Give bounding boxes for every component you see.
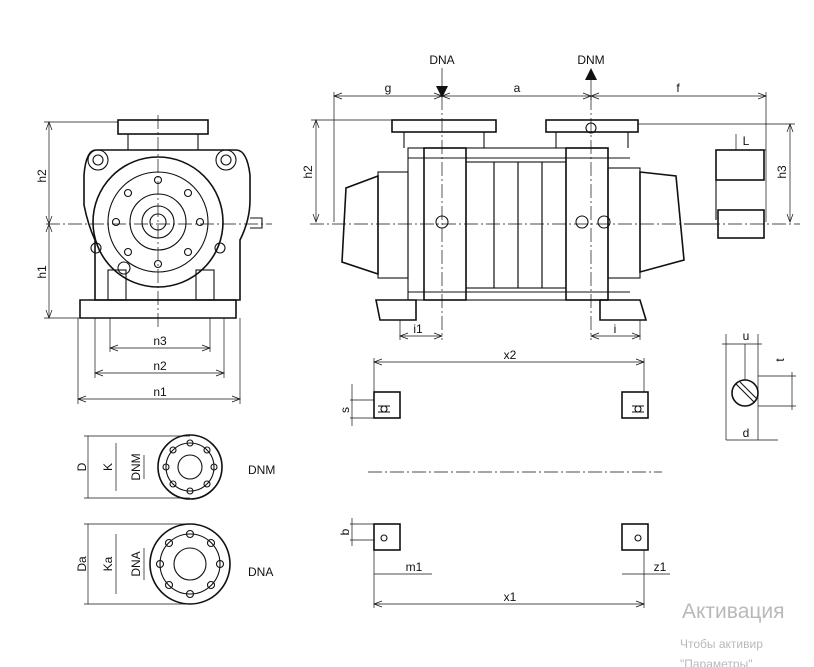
dnm-dim-D: D — [75, 462, 89, 471]
activation-watermark-title: Активация — [682, 600, 785, 623]
dim-h2-side: h2 — [301, 165, 315, 179]
dnm-label: DNM — [577, 53, 604, 67]
dna-dim-inner: DNA — [129, 551, 143, 576]
dnm-flange-name: DNM — [248, 463, 275, 477]
dnm-outlet-arrow — [585, 68, 597, 80]
dim-n2: n2 — [153, 359, 167, 373]
front-base-plate — [79, 299, 237, 319]
front-dimensions: h2 h1 n3 n2 n1 — [35, 121, 241, 404]
dna-dim-Da: Da — [75, 556, 89, 572]
activation-watermark-line2: "Параметры" — [680, 657, 753, 667]
shaft-detail: u t d — [722, 329, 796, 441]
front-top-flange — [117, 119, 209, 135]
activation-watermark-line1: Чтобы активир — [680, 637, 763, 651]
flange-detail-dna: Da Ka DNA DNA — [75, 523, 273, 605]
flange-detail-dnm: D K DNM DNM — [75, 434, 275, 500]
front-casing — [83, 149, 251, 301]
footprint-view: x2 s b m1 z1 x1 — [338, 348, 670, 608]
dim-g: g — [385, 81, 392, 95]
dim-m1: m1 — [406, 560, 423, 574]
dim-i1: i1 — [413, 322, 423, 336]
dim-h1: h1 — [35, 265, 49, 279]
dim-u: u — [743, 329, 750, 343]
dna-label: DNA — [429, 53, 454, 67]
dim-i: i — [614, 322, 617, 336]
dim-z1: z1 — [654, 560, 667, 574]
dim-n3: n3 — [153, 334, 167, 348]
dim-t: t — [773, 358, 787, 362]
dim-d: d — [743, 426, 750, 440]
dnm-dim-inner: DNM — [129, 453, 143, 480]
dim-s: s — [338, 407, 352, 413]
side-dimensions: g a f h2 h3 L i1 i — [301, 81, 795, 340]
front-view — [46, 115, 272, 330]
dim-a: a — [514, 81, 521, 95]
dna-flange-name: DNA — [248, 565, 273, 579]
side-view: DNA DNM — [310, 53, 800, 340]
dim-b: b — [338, 528, 352, 535]
dim-x2: x2 — [504, 348, 517, 362]
dnm-dim-K: K — [101, 463, 115, 471]
dim-L: L — [743, 134, 750, 148]
dim-h2-front: h2 — [35, 169, 49, 183]
dna-dim-Ka: Ka — [101, 556, 115, 571]
dim-h3: h3 — [775, 165, 789, 179]
dim-n1: n1 — [153, 385, 167, 399]
dim-x1: x1 — [504, 590, 517, 604]
dim-f: f — [676, 81, 680, 95]
dna-inlet-arrow — [436, 86, 448, 98]
